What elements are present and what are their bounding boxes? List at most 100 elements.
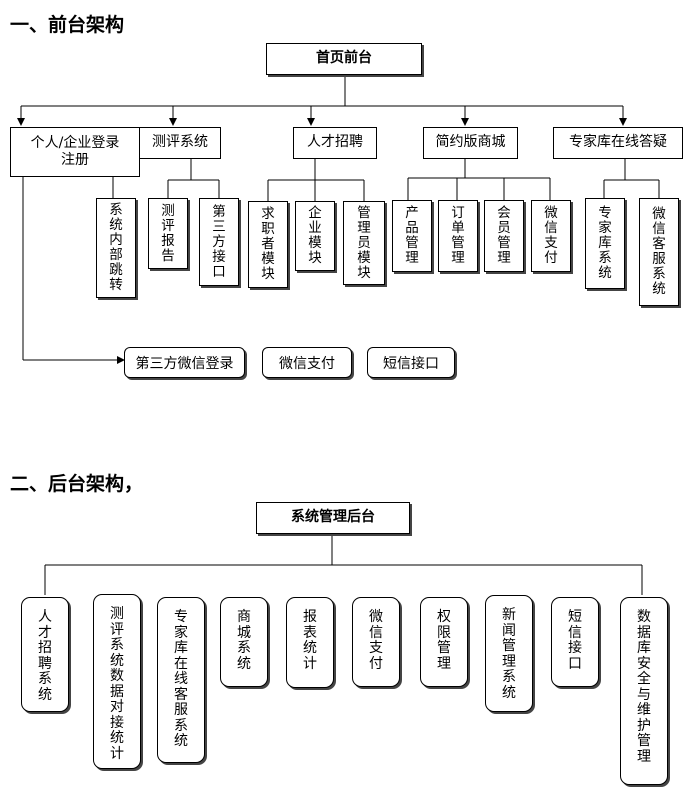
backend-module-mall: 商城系统 bbox=[220, 597, 268, 687]
module-expert-label: 专家库在线答疑 bbox=[569, 134, 667, 151]
char: 理 bbox=[357, 219, 371, 236]
char: 报 bbox=[161, 232, 175, 249]
char: 理 bbox=[437, 655, 451, 672]
char: 评 bbox=[161, 217, 175, 234]
char: 转 bbox=[109, 277, 123, 293]
char: 模 bbox=[357, 249, 371, 266]
char: 聘 bbox=[38, 655, 52, 672]
char: 客 bbox=[652, 236, 666, 252]
char: 商 bbox=[237, 609, 251, 625]
backend-module-news-label: 新闻管理系统 bbox=[502, 607, 516, 711]
child-member-label: 会员管理 bbox=[497, 206, 511, 266]
char: 才 bbox=[38, 624, 52, 641]
char: 测 bbox=[161, 202, 175, 219]
char: 客 bbox=[174, 686, 188, 703]
char: 统 bbox=[110, 730, 124, 746]
char: 付 bbox=[369, 655, 383, 672]
char: 模 bbox=[308, 235, 322, 251]
char: 信 bbox=[568, 624, 582, 641]
backend-module-recruitment-label: 人才招聘系统 bbox=[38, 609, 52, 711]
char: 新 bbox=[502, 607, 516, 623]
char: 理 bbox=[497, 250, 511, 266]
child-wechat-service-label: 微信客服系统 bbox=[652, 207, 666, 297]
char: 服 bbox=[652, 251, 666, 267]
char: 维 bbox=[637, 702, 651, 718]
module-assessment: 测评系统 bbox=[139, 127, 221, 159]
backend-module-wechat-pay-label: 微信支付 bbox=[369, 609, 383, 686]
char: 计 bbox=[110, 745, 124, 762]
char: 理 bbox=[637, 748, 651, 765]
backend-module-report: 报表统计 bbox=[286, 597, 334, 688]
child-wechat-pay-label: 微信支付 bbox=[544, 206, 558, 266]
char: 报 bbox=[303, 609, 317, 625]
char: 口 bbox=[568, 655, 582, 672]
char: 方 bbox=[212, 233, 226, 250]
char: 理 bbox=[502, 653, 516, 670]
char: 权 bbox=[437, 609, 451, 625]
char: 单 bbox=[451, 220, 465, 236]
char: 微 bbox=[369, 609, 383, 625]
module-mall: 简约版商城 bbox=[423, 127, 518, 159]
char: 在 bbox=[174, 655, 188, 672]
char: 会 bbox=[497, 205, 511, 221]
char: 统 bbox=[174, 733, 188, 749]
char: 管 bbox=[437, 640, 451, 656]
backend-module-assessment-stats: 测评系统数据对接统计 bbox=[93, 594, 141, 769]
char: 据 bbox=[110, 683, 124, 700]
child-enterprise-label: 企业模块 bbox=[308, 206, 322, 266]
char: 微 bbox=[544, 205, 558, 221]
char: 护 bbox=[637, 717, 651, 734]
char: 统 bbox=[109, 217, 123, 233]
char: 理 bbox=[405, 250, 419, 266]
backend-module-sms: 短信接口 bbox=[551, 597, 599, 687]
child-jobseeker-label: 求职者模块 bbox=[261, 207, 275, 282]
char: 统 bbox=[502, 684, 516, 701]
char: 对 bbox=[110, 699, 124, 715]
char: 部 bbox=[109, 247, 123, 263]
child-assessment-report-label: 测评报告 bbox=[161, 202, 175, 264]
char: 专 bbox=[174, 609, 188, 625]
char: 员 bbox=[497, 220, 511, 236]
char: 统 bbox=[652, 281, 666, 297]
backend-module-permission-label: 权限管理 bbox=[437, 609, 451, 686]
char: 接 bbox=[568, 640, 582, 656]
char: 管 bbox=[502, 638, 516, 654]
char: 与 bbox=[637, 686, 651, 703]
char: 服 bbox=[174, 702, 188, 718]
char: 系 bbox=[502, 669, 516, 685]
backend-module-recruitment: 人才招聘系统 bbox=[21, 597, 69, 712]
char: 产 bbox=[405, 205, 419, 221]
char: 跳 bbox=[109, 262, 123, 278]
char: 测 bbox=[110, 606, 124, 622]
char: 专 bbox=[598, 205, 612, 221]
char: 人 bbox=[38, 609, 52, 625]
child-assessment-report: 测评报告 bbox=[148, 198, 188, 269]
char: 家 bbox=[598, 220, 612, 236]
char: 系 bbox=[110, 637, 124, 653]
child-expert-system-label: 专家库系统 bbox=[598, 206, 612, 281]
child-internal-jump: 系统内部跳转 bbox=[96, 198, 136, 298]
char: 订 bbox=[451, 205, 465, 221]
char: 安 bbox=[637, 655, 651, 672]
module-recruitment-label: 人才招聘 bbox=[307, 134, 363, 151]
backend-module-expert-service: 专家库在线客服系统 bbox=[157, 597, 205, 763]
char: 企 bbox=[308, 205, 322, 221]
section1-heading: 一、前台架构 bbox=[10, 14, 125, 36]
char: 系 bbox=[109, 202, 123, 218]
char: 告 bbox=[161, 247, 175, 264]
char: 管 bbox=[405, 235, 419, 251]
char: 三 bbox=[212, 218, 226, 235]
char: 管 bbox=[637, 733, 651, 749]
module-mall-label: 简约版商城 bbox=[435, 134, 506, 151]
module-login-line1: 个人/企业登录 bbox=[30, 134, 120, 151]
char: 支 bbox=[369, 640, 383, 656]
char: 品 bbox=[405, 220, 419, 236]
section2-heading: 二、后台架构， bbox=[10, 473, 144, 495]
char: 信 bbox=[369, 624, 383, 641]
module-login: 个人/企业登录 注册 bbox=[10, 127, 140, 177]
module-recruitment: 人才招聘 bbox=[293, 127, 377, 159]
char: 模 bbox=[261, 251, 275, 267]
child-member: 会员管理 bbox=[484, 200, 524, 272]
char: 统 bbox=[237, 655, 251, 672]
extra-wechat-login: 第三方微信登录 bbox=[124, 347, 245, 378]
